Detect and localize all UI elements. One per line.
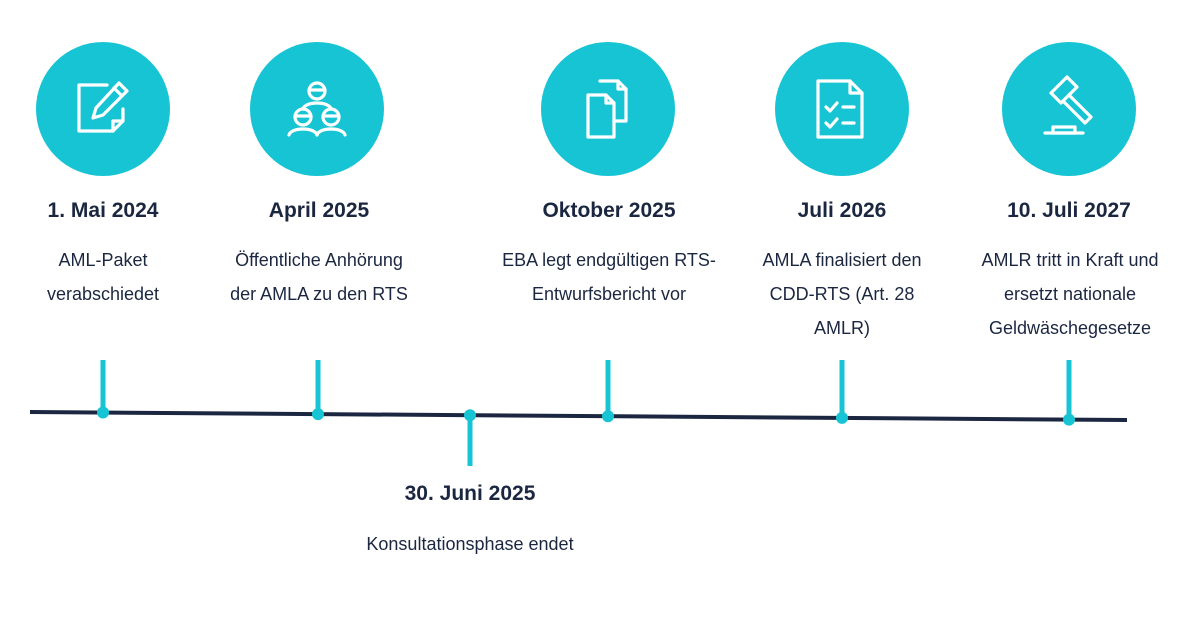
document-pen-icon (77, 81, 129, 133)
timeline-dot-4 (602, 410, 614, 423)
timeline-dot-6 (1063, 413, 1075, 426)
milestone-1-icon-circle (36, 42, 170, 176)
milestone-below-description: Konsultationsphase endet (366, 534, 574, 554)
timeline-dot-5 (836, 411, 848, 424)
gavel-icon (1043, 75, 1093, 135)
milestone-5-icon-circle (1002, 42, 1136, 176)
documents-stack-icon (586, 79, 628, 139)
milestone-2-description: Öffentliche Anhörung der AMLA zu den RTS (230, 250, 408, 304)
milestone-2-date: April 2025 (268, 199, 370, 222)
timeline-dot-2 (312, 408, 324, 421)
milestone-1-date: 1. Mai 2024 (47, 199, 159, 222)
milestone-4-description: AMLA finalisiert den CDD-RTS (Art. 28 AM… (762, 250, 922, 338)
milestone-5-date: 10. Juli 2027 (1007, 199, 1131, 222)
milestone-3-description: EBA legt endgültigen RTS-Entwurfsbericht… (502, 250, 716, 304)
milestone-3-date: Oktober 2025 (542, 199, 676, 222)
milestone-4-icon-circle (775, 42, 909, 176)
timeline-dot-1 (97, 406, 109, 419)
milestone-2-icon-circle (250, 42, 384, 176)
timeline-dot-3 (464, 409, 476, 422)
milestone-below-date: 30. Juni 2025 (404, 482, 536, 505)
milestone-1-description: AML-Paket verabschiedet (46, 250, 160, 304)
milestone-4-date: Juli 2026 (797, 199, 887, 222)
milestone-5-description: AMLR tritt in Kraft und ersetzt national… (981, 250, 1159, 338)
timeline-axis (29, 410, 1128, 422)
milestone-3-icon-circle (541, 42, 675, 176)
checklist-icon (816, 79, 864, 139)
group-people-icon (287, 81, 347, 137)
